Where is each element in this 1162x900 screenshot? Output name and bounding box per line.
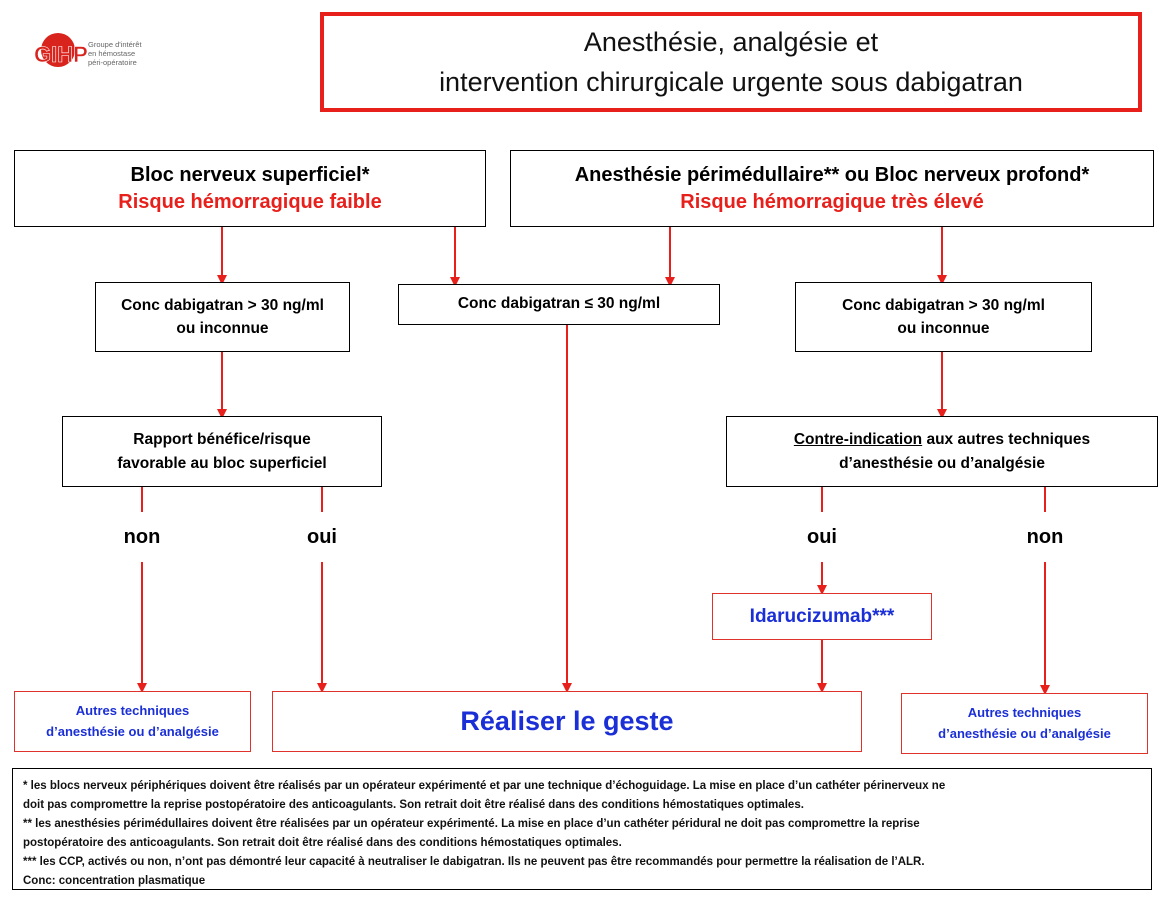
gihp-logo-mark: GIHP (34, 33, 88, 67)
branch-non-right: non (1026, 526, 1064, 548)
other-techniques-left-line1: Autres techniques (75, 703, 190, 719)
contraindication-box: Contre-indication aux autres techniques … (726, 416, 1158, 487)
footnote-line: * les blocs nerveux périphériques doiven… (23, 780, 946, 792)
logo-tagline-line: en hémostase (88, 49, 136, 58)
contraindication-line1: Contre-indication aux autres techniques (794, 428, 1090, 451)
flow-arrows (137, 227, 1050, 695)
footnote-line: ** les anesthésies périmédullaires doive… (23, 818, 920, 830)
branch-oui-left: oui (307, 526, 337, 548)
contraindication-line2: d’anesthésie ou d’analgésie (839, 454, 1045, 472)
branch-non-left: non (123, 526, 161, 548)
conc-high-right-line2: ou inconnue (897, 320, 990, 337)
benefit-risk-line1: Rapport bénéfice/risque (133, 431, 311, 449)
footnote-line: Conc: concentration plasmatique (23, 875, 206, 887)
page-title-line1: Anesthésie, analgésie et (583, 27, 879, 57)
contraindication-rest: aux autres techniques (922, 431, 1091, 449)
benefit-risk-line2: favorable au bloc superficiel (117, 454, 327, 472)
conc-low-label: Conc dabigatran ≤ 30 ng/ml (457, 295, 661, 313)
other-techniques-right-box: Autres techniques d’anesthésie ou d’anal… (901, 693, 1148, 754)
other-techniques-left-box: Autres techniques d’anesthésie ou d’anal… (14, 691, 251, 752)
footnote-line: *** les CCP, activés ou non, n’ont pas d… (23, 856, 925, 868)
risk-very-high-label: Risque hémorragique très élevé (680, 190, 984, 213)
other-techniques-right-line1: Autres techniques (967, 705, 1082, 721)
conc-high-left-line2: ou inconnue (176, 320, 269, 337)
idarucizumab-box: Idarucizumab*** (712, 593, 932, 640)
gihp-logo-text: GIHP (34, 42, 88, 67)
conc-high-left-line1: Conc dabigatran > 30 ng/ml (121, 296, 324, 314)
perform-procedure-label: Réaliser le geste (460, 706, 674, 737)
idarucizumab-label: Idarucizumab*** (749, 605, 895, 627)
perform-procedure-box: Réaliser le geste (272, 691, 862, 752)
gihp-logo-tagline: Groupe d'intérêt en hémostase péri-opéra… (88, 40, 142, 67)
other-techniques-left-line2: d’anesthésie ou d’analgésie (46, 723, 219, 739)
gihp-logo: GIHP Groupe d'intérêt en hémostase péri-… (30, 28, 170, 88)
conc-high-right-box: Conc dabigatran > 30 ng/ml ou inconnue (795, 282, 1092, 352)
conc-high-left-box: Conc dabigatran > 30 ng/ml ou inconnue (95, 282, 350, 352)
conc-high-right-line1: Conc dabigatran > 30 ng/ml (842, 296, 1045, 314)
logo-tagline-line: Groupe d'intérêt (88, 40, 142, 49)
footnote-line: doit pas compromettre la reprise postopé… (23, 799, 804, 811)
benefit-risk-box: Rapport bénéfice/risque favorable au blo… (62, 416, 382, 487)
contraindication-underlined: Contre-indication (793, 431, 923, 449)
branch-oui-right: oui (807, 526, 837, 548)
deep-block-label: Anesthésie périmédullaire** ou Bloc nerv… (574, 163, 1090, 186)
page-title-line2: intervention chirurgicale urgente sous d… (439, 67, 1023, 97)
other-techniques-right-line2: d’anesthésie ou d’analgésie (938, 725, 1111, 741)
footnote-line: postopératoire des anticoagulants. Son r… (23, 837, 622, 849)
footnotes-box: * les blocs nerveux périphériques doiven… (12, 768, 1152, 890)
page-title-box: Anesthésie, analgésie et intervention ch… (320, 12, 1142, 112)
deep-block-box: Anesthésie périmédullaire** ou Bloc nerv… (510, 150, 1154, 227)
logo-tagline-line: péri-opératoire (88, 58, 137, 67)
conc-low-box: Conc dabigatran ≤ 30 ng/ml (398, 284, 720, 325)
superficial-block-box: Bloc nerveux superficiel* Risque hémorra… (14, 150, 486, 227)
risk-low-label: Risque hémorragique faible (118, 190, 382, 213)
superficial-block-label: Bloc nerveux superficiel* (130, 163, 370, 186)
